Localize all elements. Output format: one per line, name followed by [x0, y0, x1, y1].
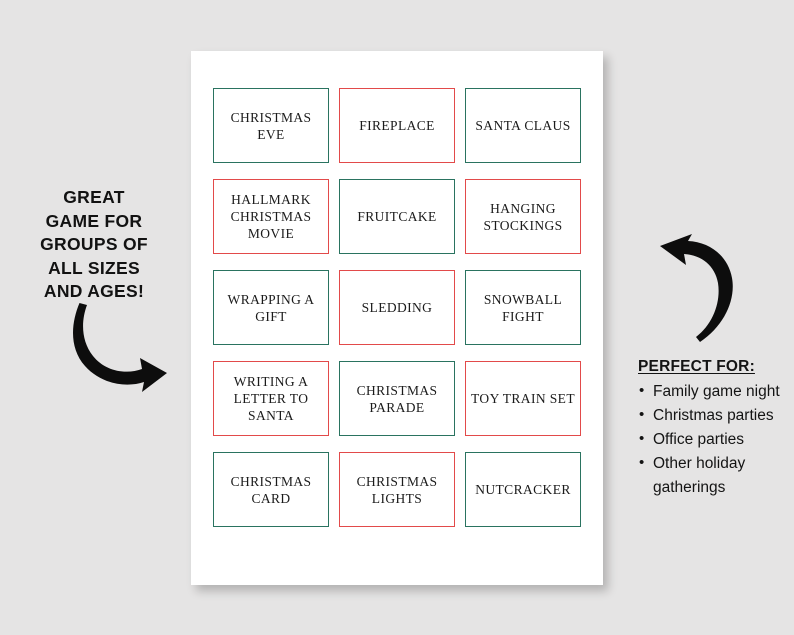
left-heading-line-3: GROUPS OF — [40, 234, 148, 254]
card[interactable]: CHRISTMAS LIGHTS — [339, 452, 455, 527]
list-item: Family game night — [638, 379, 794, 404]
card[interactable]: FIREPLACE — [339, 88, 455, 163]
card[interactable]: HALLMARK CHRISTMAS MOVIE — [213, 179, 329, 254]
left-heading-line-4: ALL SIZES — [48, 257, 140, 278]
left-heading-line-5: AND AGES! — [43, 281, 145, 301]
card[interactable]: FRUITCAKE — [339, 179, 455, 254]
left-heading-line-1: GREAT — [63, 187, 125, 207]
list-item: Other holiday gatherings — [638, 451, 794, 500]
card[interactable]: SLEDDING — [339, 270, 455, 345]
card[interactable]: SNOWBALL FIGHT — [465, 270, 581, 345]
curved-arrow-up-left-icon — [640, 234, 758, 344]
list-item: Office parties — [638, 427, 794, 452]
card[interactable]: SANTA CLAUS — [465, 88, 581, 163]
card[interactable]: WRAPPING A GIFT — [213, 270, 329, 345]
left-panel: GREAT GAME FOR GROUPS OF ALL SIZES AND A… — [0, 0, 188, 635]
list-item: Christmas parties — [638, 403, 794, 428]
card[interactable]: CHRISTMAS PARADE — [339, 361, 455, 436]
left-heading: GREAT GAME FOR GROUPS OF ALL SIZES AND A… — [0, 186, 188, 304]
card[interactable]: CHRISTMAS EVE — [213, 88, 329, 163]
perfect-for-list: Family game night Christmas parties Offi… — [638, 379, 794, 500]
left-heading-line-2: GAME FOR — [45, 210, 143, 231]
card[interactable]: CHRISTMAS CARD — [213, 452, 329, 527]
card[interactable]: NUTCRACKER — [465, 452, 581, 527]
card[interactable]: WRITING A LETTER TO SANTA — [213, 361, 329, 436]
right-panel: PERFECT FOR: Family game night Christmas… — [612, 0, 794, 635]
curved-arrow-down-right-icon — [62, 296, 172, 400]
card-grid: CHRISTMAS EVE FIREPLACE SANTA CLAUS HALL… — [213, 88, 581, 527]
card[interactable]: HANGING STOCKINGS — [465, 179, 581, 254]
perfect-for-heading: PERFECT FOR: — [638, 358, 755, 375]
card[interactable]: TOY TRAIN SET — [465, 361, 581, 436]
printable-sheet: CHRISTMAS EVE FIREPLACE SANTA CLAUS HALL… — [191, 51, 603, 585]
